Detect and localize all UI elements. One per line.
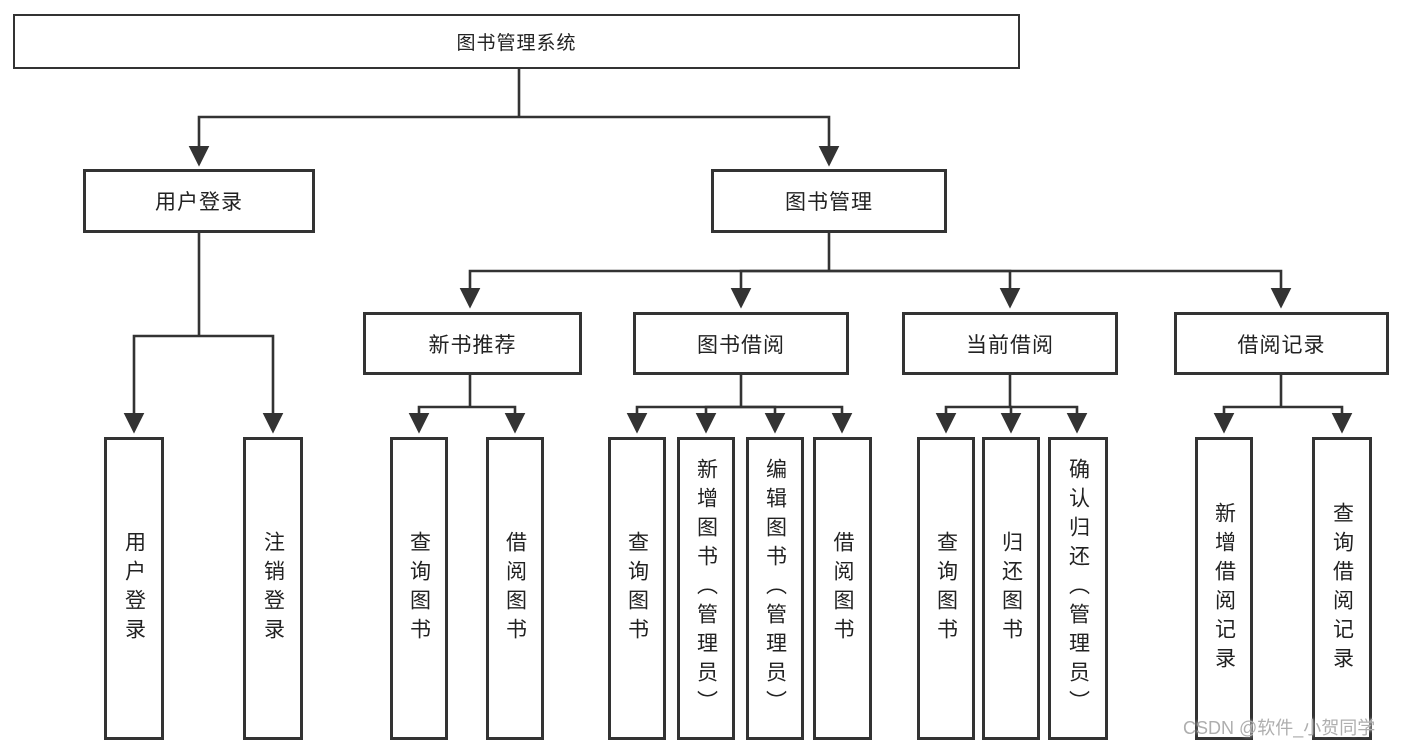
connector-borrow-records-to-leaves	[1213, 375, 1353, 434]
leaf-logout-login: 注销登录	[243, 437, 303, 740]
leaf-current-return-book: 归还图书	[982, 437, 1040, 740]
leaf-borrow-edit-book-admin: 编辑图书（管理员）	[746, 437, 804, 740]
connector-user-login-to-leaves	[123, 233, 284, 434]
node-current-borrow: 当前借阅	[902, 312, 1118, 375]
node-user-login: 用户登录	[83, 169, 315, 233]
node-library-management-system: 图书管理系统	[13, 14, 1020, 69]
connector-book-borrow-to-leaves	[626, 375, 853, 434]
leaf-user-login: 用户登录	[104, 437, 164, 740]
csdn-watermark: CSDN @软件_小贺同学	[1183, 718, 1376, 738]
connector-book-management-to-level3	[459, 233, 1292, 309]
node-book-management: 图书管理	[711, 169, 947, 233]
connector-new-book-recommend-to-leaves	[408, 375, 526, 434]
leaf-current-confirm-return-admin: 确认归还（管理员）	[1048, 437, 1108, 740]
leaf-records-add-record: 新增借阅记录	[1195, 437, 1253, 740]
node-new-book-recommend: 新书推荐	[363, 312, 582, 375]
node-borrow-records: 借阅记录	[1174, 312, 1389, 375]
leaf-borrow-borrow-book: 借阅图书	[813, 437, 872, 740]
leaf-current-query-book: 查询图书	[917, 437, 975, 740]
node-book-borrow: 图书借阅	[633, 312, 849, 375]
leaf-borrow-query-book: 查询图书	[608, 437, 666, 740]
leaf-borrow-add-book-admin: 新增图书（管理员）	[677, 437, 735, 740]
leaf-recommend-query-book: 查询图书	[390, 437, 448, 740]
connector-root-to-level2	[188, 69, 840, 167]
connector-current-borrow-to-leaves	[935, 375, 1088, 434]
leaf-records-query-record: 查询借阅记录	[1312, 437, 1372, 740]
leaf-recommend-borrow-book: 借阅图书	[486, 437, 544, 740]
